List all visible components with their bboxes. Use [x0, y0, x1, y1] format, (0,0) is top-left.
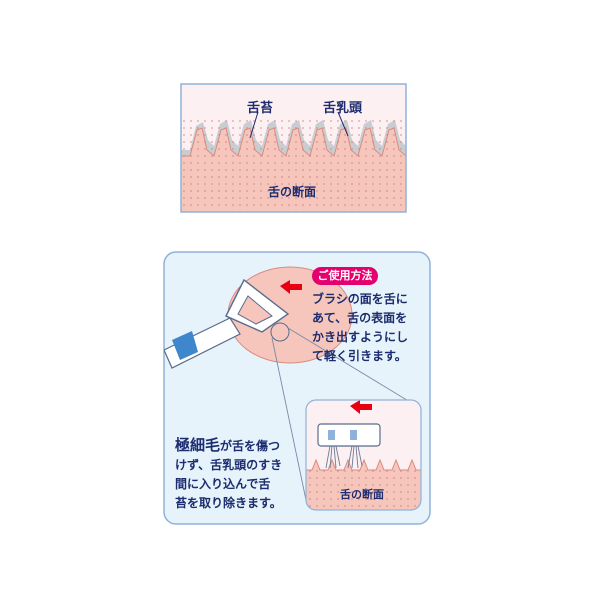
label-tongue-coating: 舌苔 [247, 101, 274, 116]
zoom-focus-circle [270, 322, 290, 342]
feature-line-1-rest: が舌を傷つ [220, 439, 281, 453]
zoom-bristles [325, 445, 363, 469]
zoom-leader-right [287, 327, 421, 409]
zoom-box-border [305, 399, 422, 511]
feature-line-2: けず、舌乳頭のすき [175, 458, 283, 472]
feature-line-4: 苔を取り除きます。 [175, 496, 282, 510]
usage-line-1: ブラシの面を舌に [312, 292, 408, 306]
feature-emphasis: 極細毛 [175, 436, 221, 454]
tongue-dots [181, 120, 406, 212]
feature-line-1: 極細毛が舌を傷つ [175, 436, 315, 456]
label-cross-section: 舌の断面 [268, 185, 317, 199]
leader-papillae [337, 111, 349, 137]
usage-line-2: あて、舌の表面を [312, 311, 408, 325]
usage-instructions: ブラシの面を舌に あて、舌の表面を かき出すようにし て軽く引きます。 [312, 290, 432, 366]
zoom-brush-slot-2 [350, 430, 357, 440]
feature-description: 極細毛が舌を傷つ けず、舌乳頭のすき 間に入り込んで舌 苔を取り除きます。 [175, 436, 315, 513]
leader-coating [249, 111, 259, 139]
brush-head-inner [237, 295, 273, 325]
zoom-brush-block [317, 423, 381, 447]
tongue-cross-section-diagram [180, 83, 407, 213]
zoom-leader-left [271, 337, 307, 501]
usage-line-4: て軽く引きます。 [312, 349, 407, 363]
usage-line-3: かき出すようにし [312, 330, 409, 344]
zoom-label-cross-section: 舌の断面 [340, 488, 384, 501]
label-papillae: 舌乳頭 [323, 101, 363, 116]
pull-arrow [280, 280, 302, 294]
handle-blue-grip [172, 331, 198, 360]
top-frame-border [180, 83, 407, 213]
zoom-tongue-dots [306, 468, 421, 510]
zoom-pull-arrow [350, 400, 372, 414]
feature-line-3: 間に入り込んで舌 [175, 477, 271, 491]
zoom-brush-slot-1 [328, 430, 335, 440]
usage-badge: ご使用方法 [312, 267, 378, 285]
